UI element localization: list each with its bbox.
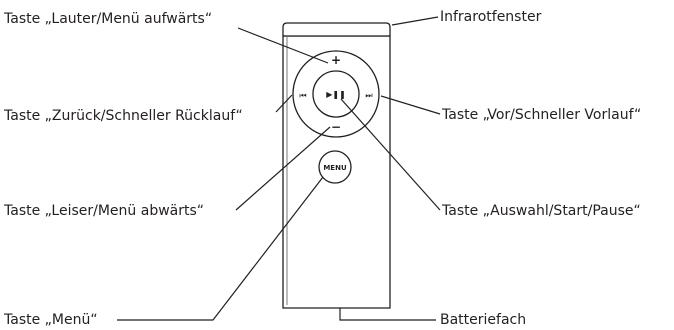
label-volume-down: Taste „Leiser/Menü abwärts“: [4, 203, 205, 219]
label-volume-up: Taste „Lauter/Menü aufwärts“: [4, 11, 213, 27]
next-icon: ⏭: [365, 91, 372, 100]
leader-volume-up: [237, 27, 329, 64]
play-pause-icon: ▶❚❚: [326, 90, 346, 99]
infrared-window-cap: [282, 22, 391, 36]
leader-battery: [339, 308, 436, 321]
previous-icon: ⏮: [299, 91, 306, 100]
label-previous-rewind: Taste „Zurück/Schneller Rücklauf“: [4, 108, 243, 124]
label-next-fastforward: Taste „Vor/Schneller Vorlauf“: [442, 107, 642, 123]
leader-lines: [117, 16, 441, 321]
leader-menu: [117, 176, 324, 321]
label-battery-compartment: Batteriefach: [440, 312, 527, 328]
menu-button-label: MENU: [323, 164, 347, 172]
label-select-play-pause: Taste „Auswahl/Start/Pause“: [442, 203, 641, 219]
leader-select: [340, 98, 441, 211]
leader-infrared: [391, 16, 439, 26]
label-menu: Taste „Menü“: [4, 312, 98, 328]
minus-symbol: −: [331, 120, 341, 134]
remote-control: + − ⏮ ⏭ ▶❚❚ MENU: [282, 22, 391, 309]
leader-volume-down: [235, 126, 331, 211]
menu-button: [318, 150, 352, 184]
plus-symbol: +: [331, 53, 341, 67]
leader-previous: [275, 94, 293, 113]
leader-next: [380, 95, 441, 115]
label-infrared-window: Infrarotfenster: [440, 9, 542, 25]
